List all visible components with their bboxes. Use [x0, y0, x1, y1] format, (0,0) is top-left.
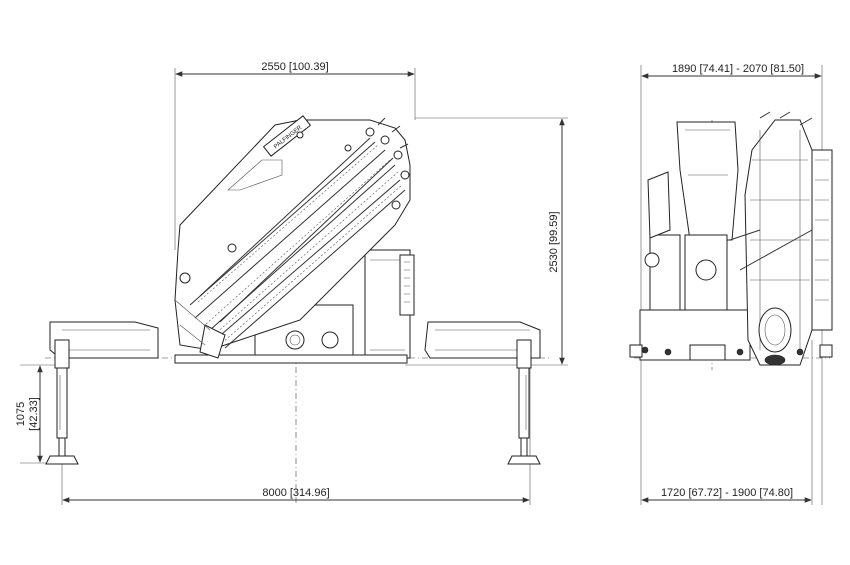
right-outrigger-beam [424, 321, 541, 359]
side-boom [729, 111, 833, 366]
dim-side-top-label: 1890 [74.41] - 2070 [81.50] [672, 63, 804, 75]
side-column [639, 121, 751, 361]
side-hook-oval [758, 307, 792, 353]
right-outrigger-leg [507, 339, 541, 465]
side-view: 1890 [74.41] - 2070 [81.50] 1720 [67.72]… [629, 63, 833, 505]
dim-leg-label: 1075 [15, 402, 27, 426]
dim-side-bottom-label: 1720 [67.72] - 1900 [74.80] [661, 487, 793, 499]
crane-boom: PALFINGER [174, 115, 411, 359]
front-view: 2550 [100.39] 2530 [99.59] 1075 [42.33] … [15, 61, 568, 505]
left-outrigger-beam [49, 321, 159, 359]
dim-width-label: 2550 [100.39] [261, 61, 328, 73]
dim-height-label: 2530 [99.59] [548, 211, 560, 272]
dim-leg-label-in: [42.33] [28, 397, 40, 431]
left-outrigger-leg [45, 339, 79, 465]
